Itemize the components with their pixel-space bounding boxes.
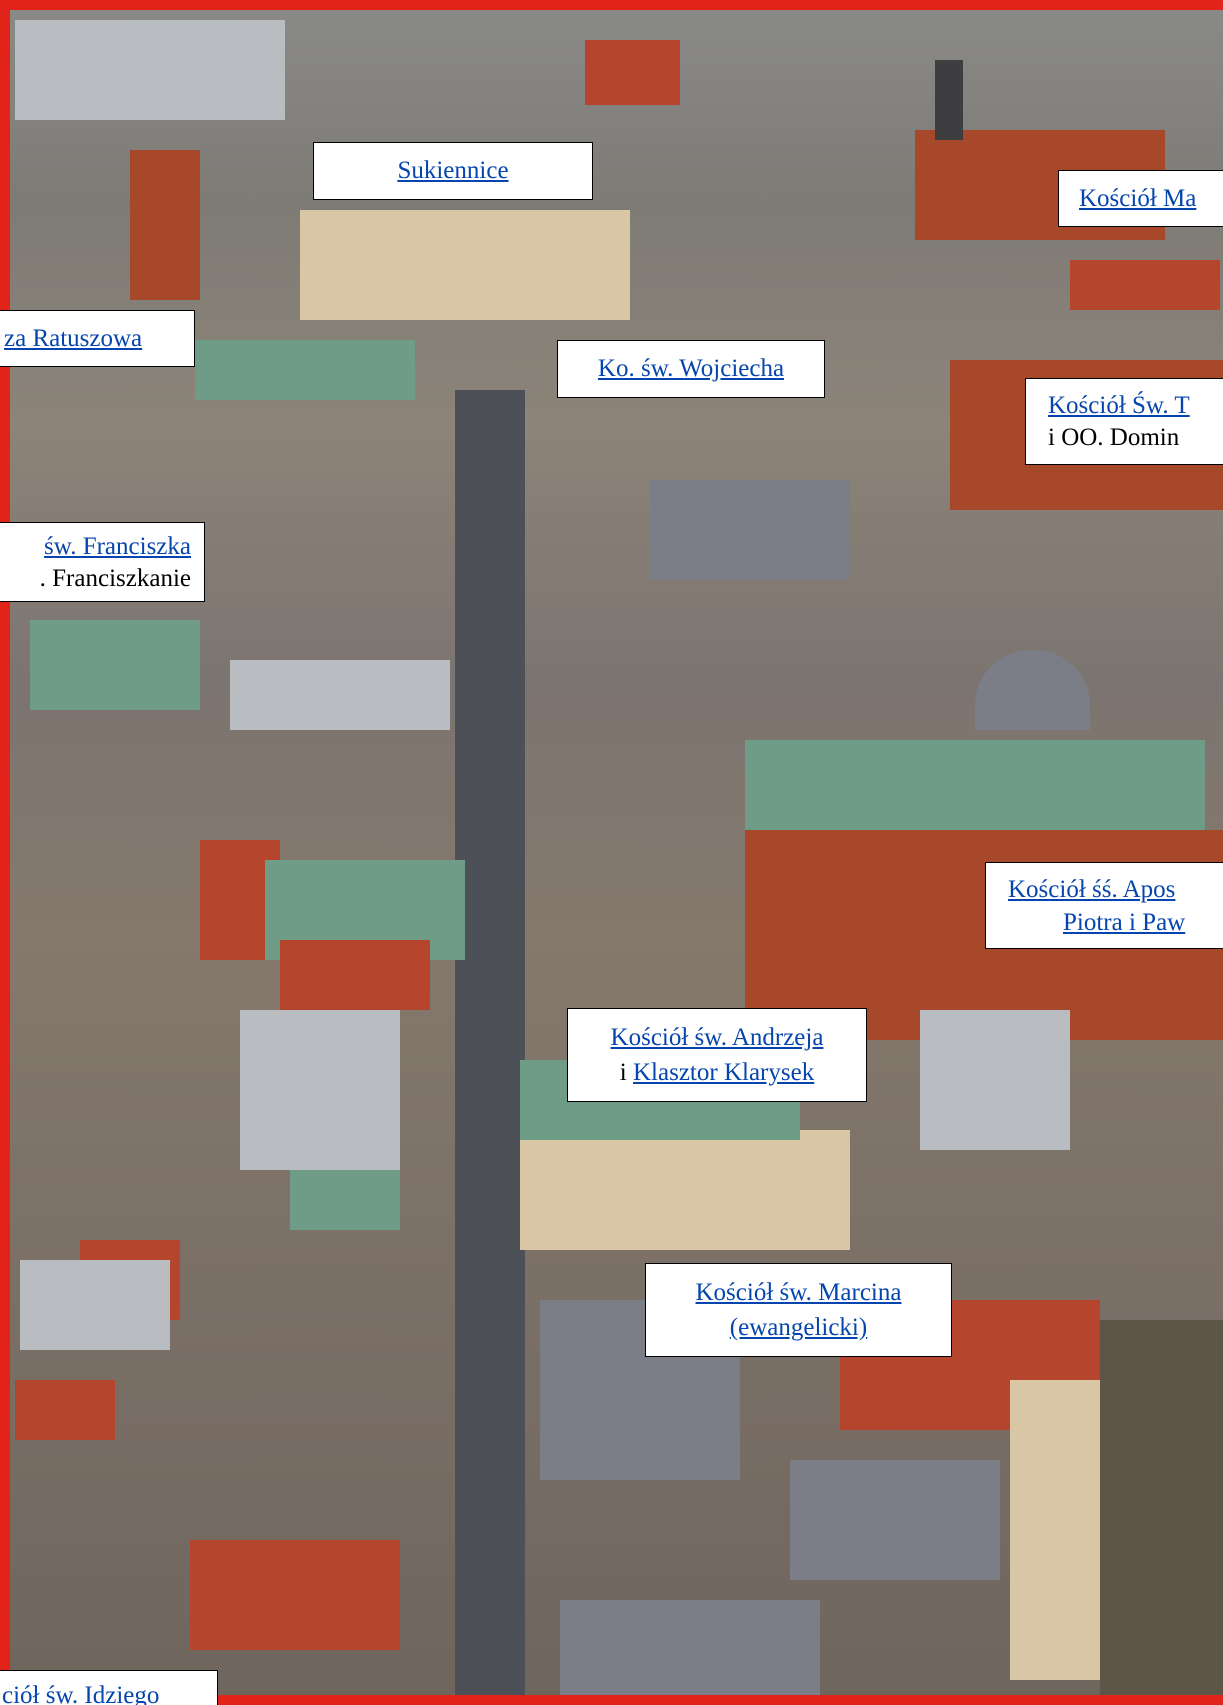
photo-roofs	[920, 1010, 1070, 1150]
photo-roofs	[15, 20, 285, 120]
label-franciszkanie-suffix: . Franciszkanie	[39, 565, 191, 592]
photo-roofs	[790, 1460, 1000, 1580]
link-sukiennice[interactable]: Sukiennice	[397, 157, 509, 184]
label-kosciol-sw-t: Kościół Św. T i OO. Domin	[1025, 378, 1223, 465]
photo-church-roof	[745, 740, 1205, 830]
link-kosciol-mariacki[interactable]: Kościół Ma	[1079, 185, 1197, 212]
photo-solar-roof	[20, 1260, 170, 1350]
photo-roof	[15, 1380, 115, 1440]
label-franciszka: św. Franciszka . Franciszkanie	[0, 522, 205, 602]
label-marcina: Kościół św. Marcina (ewangelicki)	[645, 1263, 952, 1357]
photo-roof	[290, 1170, 400, 1230]
photo-building	[1010, 1380, 1100, 1680]
link-ko-wojciecha[interactable]: Ko. św. Wojciecha	[597, 355, 785, 382]
link-kosciol-sw-t[interactable]: Kościół Św. T	[1048, 392, 1190, 419]
label-kosciol-mariacki: Kościół Ma	[1058, 170, 1223, 227]
label-wieza-ratuszowa: za Ratuszowa	[0, 310, 195, 367]
photo-grodzka-street	[455, 390, 525, 1705]
link-apostolow-line1[interactable]: Kościół śś. Apos	[1008, 876, 1176, 903]
photo-roofs	[650, 480, 850, 580]
photo-roof	[280, 940, 430, 1010]
label-idziego: ciół św. Idziego	[0, 1670, 218, 1705]
photo-roof	[190, 1540, 400, 1650]
label-sukiennice: Sukiennice	[313, 142, 593, 200]
photo-roof	[585, 40, 680, 105]
photo-roofs	[240, 1010, 400, 1170]
link-franciszka[interactable]: św. Franciszka	[44, 533, 191, 560]
label-andrzeja-conj: i	[619, 1059, 627, 1086]
label-dominikanie-suffix: i OO. Domin	[1048, 424, 1180, 451]
photo-town-hall-tower	[130, 150, 200, 300]
photo-roof	[195, 340, 415, 400]
link-idziego[interactable]: ciół św. Idziego	[2, 1682, 160, 1705]
photo-roof	[1070, 260, 1220, 310]
photo-trees	[1100, 1320, 1223, 1705]
photo-dome	[975, 650, 1090, 730]
link-kosciol-marcina-line1[interactable]: Kościół św. Marcina	[695, 1279, 902, 1306]
link-apostolow-line2[interactable]: Piotra i Paw	[1063, 909, 1186, 936]
photo-sukiennice-building	[300, 210, 630, 320]
photo-roof	[30, 620, 200, 710]
label-apostolow: Kościół śś. Apos Piotra i Paw	[985, 862, 1223, 949]
photo-building	[520, 1130, 850, 1250]
link-klasztor-klarysek[interactable]: Klasztor Klarysek	[633, 1059, 815, 1086]
label-andrzeja: Kościół św. Andrzeja i Klasztor Klarysek	[567, 1008, 867, 1102]
photo-roofs	[560, 1600, 820, 1705]
photo-roofs	[230, 660, 450, 730]
photo-tower	[935, 60, 963, 140]
link-wieza-ratuszowa[interactable]: za Ratuszowa	[4, 325, 143, 352]
link-kosciol-marcina-line2[interactable]: (ewangelicki)	[729, 1314, 868, 1341]
link-kosciol-andrzeja[interactable]: Kościół św. Andrzeja	[610, 1024, 824, 1051]
label-ko-wojciecha: Ko. św. Wojciecha	[557, 340, 825, 398]
